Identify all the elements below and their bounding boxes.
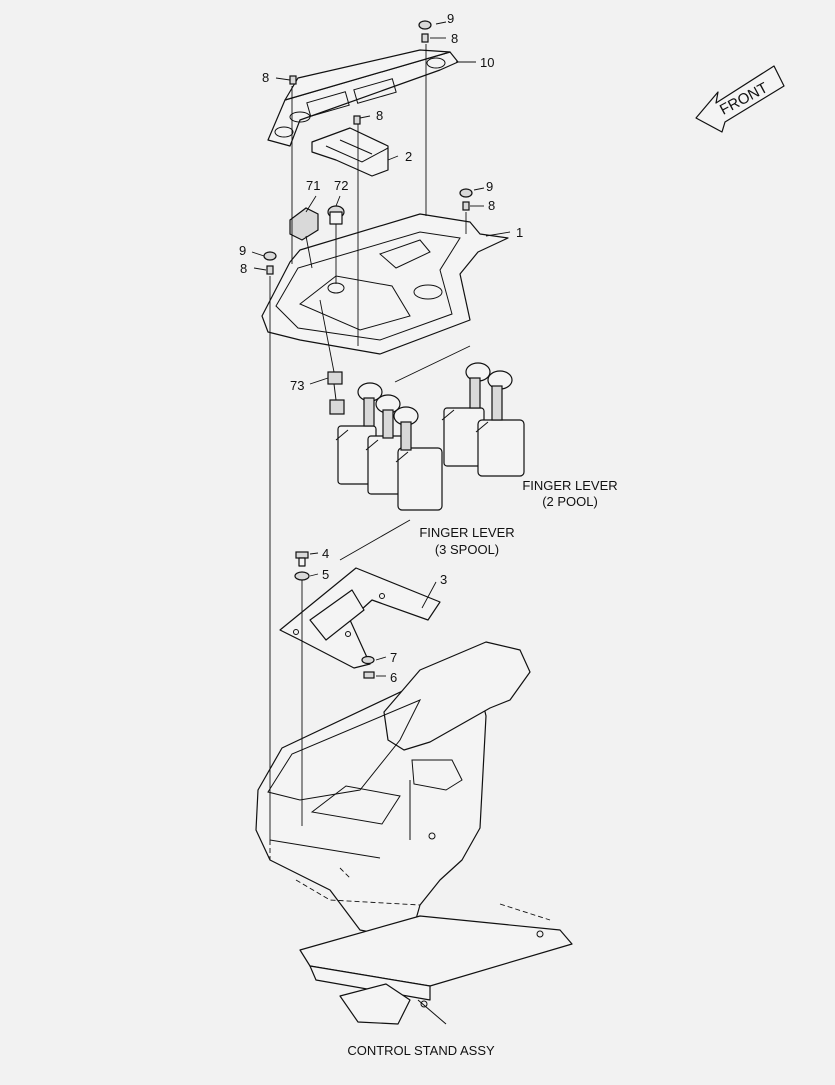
callout-8-left: 8	[262, 70, 269, 85]
finger-lever-2-label-line2: (2 POOL)	[542, 494, 598, 509]
washer-part-7	[361, 655, 375, 665]
callout-7: 7	[390, 650, 397, 665]
base-frame	[299, 915, 573, 1025]
switch-part-71	[289, 207, 319, 269]
fastener-caps	[263, 20, 473, 275]
group-labels: FINGER LEVER (2 POOL) FINGER LEVER (3 SP…	[419, 478, 617, 557]
callout-1: 1	[516, 225, 523, 240]
washer-part-5	[294, 571, 310, 581]
finger-lever-2-label-line1: FINGER LEVER	[522, 478, 617, 493]
finger-lever-3-label-line2: (3 SPOOL)	[435, 542, 499, 557]
callout-8-mid: 8	[376, 108, 383, 123]
callout-2: 2	[405, 149, 412, 164]
callout-72: 72	[334, 178, 348, 193]
callout-5: 5	[322, 567, 329, 582]
finger-lever-3-spool	[335, 382, 443, 511]
callout-71: 71	[306, 178, 320, 193]
connector-part-73	[327, 371, 345, 415]
mounting-plate-part-3	[279, 567, 441, 669]
callout-8-right: 8	[488, 198, 495, 213]
callout-3: 3	[440, 572, 447, 587]
callout-6: 6	[390, 670, 397, 685]
top-cover-part-10	[267, 49, 459, 147]
callout-9-right: 9	[486, 179, 493, 194]
bolt-part-6	[363, 671, 375, 679]
callout-9-top: 9	[447, 11, 454, 26]
callouts: 9 8 10 8 8 2 71 72 9 8 1 9 8 73 4 5 3 7 …	[239, 11, 523, 685]
front-arrow: FRONT	[695, 65, 785, 133]
control-stand-housing	[255, 641, 531, 956]
hidden-lines	[269, 840, 551, 921]
leader-lines	[251, 21, 511, 840]
callout-4: 4	[322, 546, 329, 561]
callout-8-top: 8	[451, 31, 458, 46]
callout-8-left-lower: 8	[240, 261, 247, 276]
finger-lever-2-pool	[441, 362, 525, 477]
callout-73: 73	[290, 378, 304, 393]
callout-9-left: 9	[239, 243, 246, 258]
diagram-title: CONTROL STAND ASSY	[347, 1043, 495, 1058]
finger-lever-3-label-line1: FINGER LEVER	[419, 525, 514, 540]
bracket-cover-part-2	[311, 127, 389, 177]
callout-10: 10	[480, 55, 494, 70]
bolt-part-4	[295, 551, 309, 567]
